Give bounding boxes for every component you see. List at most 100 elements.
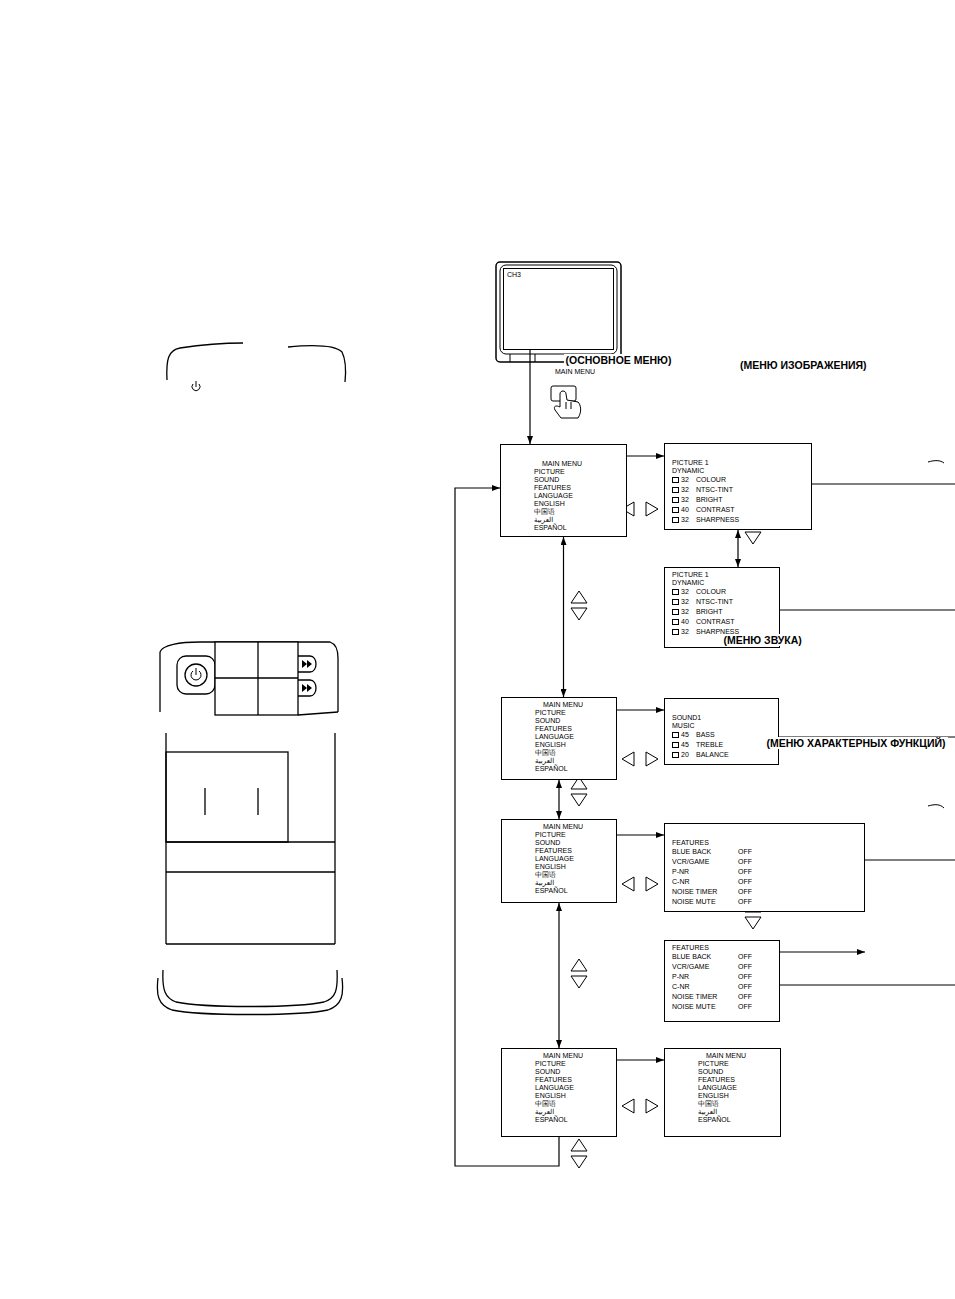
nav-triangle (745, 532, 761, 544)
setting-row: P-NROFF (672, 867, 857, 877)
menu-item: ENGLISH (672, 1092, 773, 1100)
menu-item: FEATURES (509, 1076, 609, 1084)
setting-value: 45 (681, 741, 692, 749)
menu-item: LANGUAGE (508, 492, 619, 500)
setting-name: BRIGHT (696, 496, 722, 504)
channel-text: CH3 (507, 271, 610, 279)
tv-set (496, 262, 621, 362)
menu-item: MAIN MENU (509, 823, 609, 831)
nav-triangle (622, 1099, 634, 1113)
setting-icon (672, 629, 679, 635)
setting-name: CONTRAST (696, 618, 735, 626)
menu-item: PICTURE (509, 831, 609, 839)
menu-item: العربية (672, 1108, 773, 1116)
setting-row: VCR/GAMEOFF (672, 857, 857, 867)
setting-row: 32NTSC-TINT (672, 485, 804, 495)
setting-value: OFF (738, 858, 752, 866)
menu-screen: (МЕНЮ ИЗОБРАЖЕНИЯ)PICTURE 1DYNAMIC32COLO… (664, 443, 812, 530)
menu-title: DYNAMIC (672, 467, 804, 475)
power-symbol (192, 381, 200, 391)
setting-name: NOISE MUTE (672, 1003, 738, 1011)
setting-name: NOISE TIMER (672, 993, 738, 1001)
setting-name: BLUE BACK (672, 848, 738, 856)
setting-name: BLUE BACK (672, 953, 738, 961)
setting-icon (672, 609, 679, 615)
setting-value: 32 (681, 486, 692, 494)
menu-arrow (617, 1059, 664, 1060)
menu-item: PICTURE (509, 709, 609, 717)
setting-name: P-NR (672, 868, 738, 876)
setting-value: 40 (681, 618, 692, 626)
nav-triangle (571, 608, 587, 620)
menu-item: ENGLISH (508, 500, 619, 508)
tick-marks (928, 461, 944, 808)
setting-name: COLOUR (696, 476, 726, 484)
setting-name: NTSC-TINT (696, 598, 733, 606)
menu-item: MAIN MENU (508, 460, 619, 468)
nav-triangle (646, 752, 658, 766)
power-symbol (191, 668, 201, 680)
setting-name: NOISE TIMER (672, 888, 738, 896)
setting-value: 32 (681, 588, 692, 596)
setting-value: 32 (681, 598, 692, 606)
remote-outline (159, 652, 160, 712)
setting-value: OFF (738, 983, 752, 991)
power-button (177, 656, 215, 694)
setting-value: OFF (738, 888, 752, 896)
menu-heading: (МЕНЮ ХАРАКТЕРНЫХ ФУНКЦИЙ) (765, 737, 948, 749)
menu-screen: MAIN MENUPICTURESOUNDFEATURESLANGUAGEENG… (501, 1048, 617, 1137)
menu-heading: (МЕНЮ ЗВУКА) (722, 634, 804, 646)
setting-row: 32 COLOUR (672, 475, 804, 485)
panel-line (166, 841, 335, 842)
button-panel (215, 642, 298, 715)
menu-title: MUSIC (672, 722, 771, 730)
setting-icon (672, 477, 679, 483)
main-menu-button (551, 386, 581, 418)
continuation-line (780, 984, 955, 985)
remote-outline (157, 978, 342, 1015)
button-mark (257, 788, 258, 815)
setting-value: 32 (681, 608, 692, 616)
nav-triangle (571, 976, 587, 988)
remote-outline (288, 346, 346, 382)
menu-item: SOUND (509, 1068, 609, 1076)
menu-screen: MAIN MENUPICTURESOUNDFEATURESLANGUAGEENG… (501, 697, 617, 780)
menu-item: العربية (509, 1108, 609, 1116)
setting-name: NOISE MUTE (672, 898, 738, 906)
setting-value: 32 (681, 476, 692, 484)
menu-item: MAIN MENU (509, 701, 609, 709)
nav-triangle (571, 794, 587, 806)
remote-control (157, 343, 345, 1015)
setting-icon (672, 487, 679, 493)
tv-screen: CH3 (503, 268, 614, 350)
nav-triangle (571, 1156, 587, 1168)
setting-value: OFF (738, 993, 752, 1001)
setting-name: VCR/GAME (672, 858, 738, 866)
menu-item: MAIN MENU (509, 1052, 609, 1060)
setting-name: C-NR (672, 983, 738, 991)
setting-value: 20 (681, 751, 692, 759)
setting-icon (672, 517, 679, 523)
nav-triangle (571, 959, 587, 971)
menu-screen: MAIN MENUPICTURESOUNDFEATURESLANGUAGEENG… (664, 1048, 781, 1137)
menu-arrow (737, 530, 738, 567)
menu-item: LANGUAGE (509, 733, 609, 741)
menu-screen: (ОСНОВНОЕ МЕНЮ)MAIN MENUPICTURESOUNDFEAT… (500, 444, 627, 537)
menu-item: ESPAÑOL (508, 524, 619, 532)
ff-button (298, 680, 316, 696)
setting-icon (672, 589, 679, 595)
menu-title: FEATURES (672, 944, 772, 952)
setting-row: P-NROFF (672, 972, 772, 982)
nav-triangle (745, 917, 761, 929)
setting-icon (672, 732, 679, 738)
menu-item: FEATURES (509, 847, 609, 855)
button-divider (257, 642, 258, 715)
menu-arrow (563, 537, 564, 697)
menu-arrow (529, 350, 530, 444)
remote-outline (163, 970, 337, 1007)
setting-value: OFF (738, 868, 752, 876)
setting-value: 32 (681, 628, 692, 636)
menu-item: ESPAÑOL (509, 887, 609, 895)
setting-name: BRIGHT (696, 608, 722, 616)
continuation-line (780, 609, 955, 610)
